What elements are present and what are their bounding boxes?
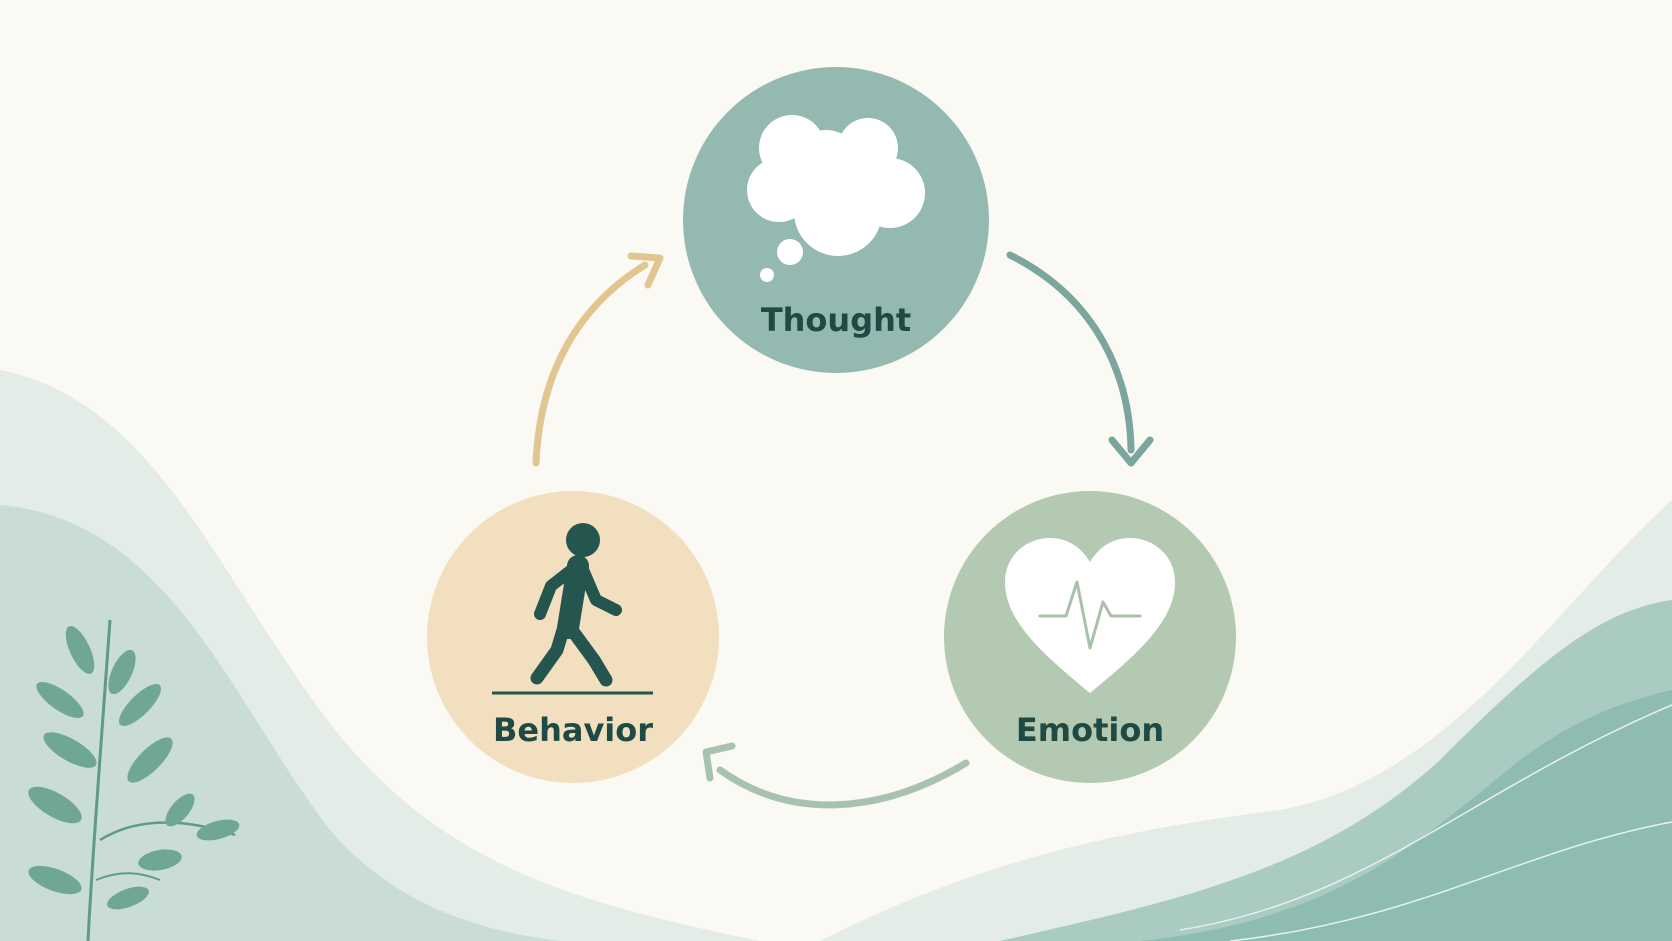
leaf-branch-icon bbox=[28, 619, 240, 941]
arrow-thought-to-emotion bbox=[1006, 251, 1154, 467]
arrow-behavior-to-thought bbox=[532, 252, 664, 467]
right-hills-decoration bbox=[820, 500, 1672, 941]
thought-label: Thought bbox=[761, 301, 911, 339]
thought-cloud-icon bbox=[747, 115, 925, 282]
node-emotion: Emotion bbox=[944, 491, 1236, 783]
arrow-emotion-to-behavior bbox=[702, 742, 970, 809]
behavior-label: Behavior bbox=[493, 711, 653, 749]
emotion-label: Emotion bbox=[1016, 711, 1164, 749]
walking-person-icon bbox=[492, 523, 653, 695]
node-behavior: Behavior bbox=[427, 491, 719, 783]
node-thought: Thought bbox=[683, 67, 989, 373]
heart-pulse-icon bbox=[1005, 538, 1175, 693]
